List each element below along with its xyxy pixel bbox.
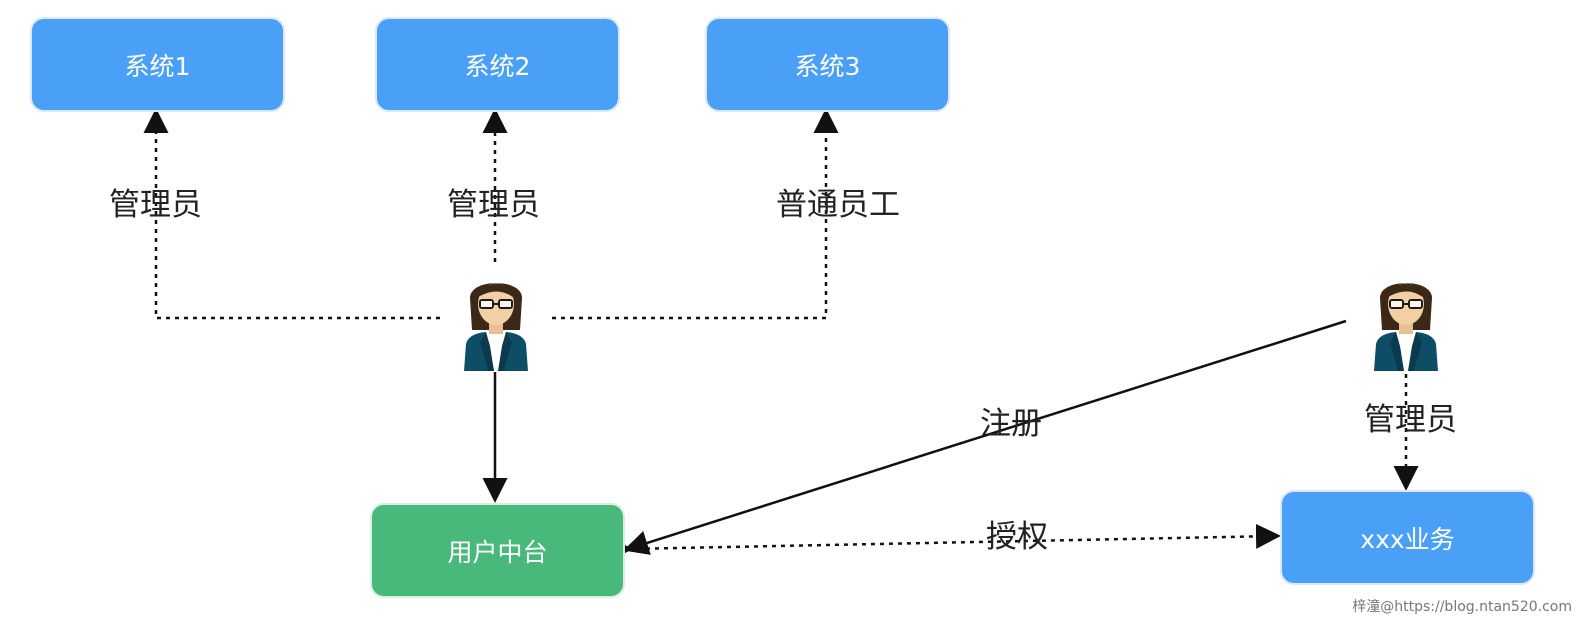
label-admin-right: 管理员 — [1364, 402, 1457, 438]
system3-label: 系统3 — [794, 51, 861, 81]
system1-label: 系统1 — [124, 51, 191, 81]
label-authorize: 授权 — [986, 519, 1048, 555]
watermark-text: 梓潼@https://blog.ntan520.com — [1352, 599, 1572, 615]
label-employee: 普通员工 — [776, 187, 900, 223]
xxx-business-box: xxx业务 — [1280, 490, 1535, 585]
dotted-connector-system3 — [552, 108, 839, 320]
user-center-label: 用户中台 — [447, 537, 548, 567]
label-register: 注册 — [980, 406, 1042, 442]
system2-box: 系统2 — [375, 17, 620, 112]
label-admin-2: 管理员 — [447, 187, 540, 223]
system3-box: 系统3 — [705, 17, 950, 112]
user-center-box: 用户中台 — [370, 503, 625, 598]
person-icon-right — [1374, 283, 1438, 371]
label-admin-1: 管理员 — [109, 187, 202, 223]
register-connector — [623, 319, 1347, 555]
system1-box: 系统1 — [30, 17, 285, 112]
authorize-connector — [607, 523, 1281, 562]
xxx-business-label: xxx业务 — [1360, 524, 1455, 554]
system2-label: 系统2 — [464, 51, 531, 81]
person-icon-left — [464, 283, 528, 371]
